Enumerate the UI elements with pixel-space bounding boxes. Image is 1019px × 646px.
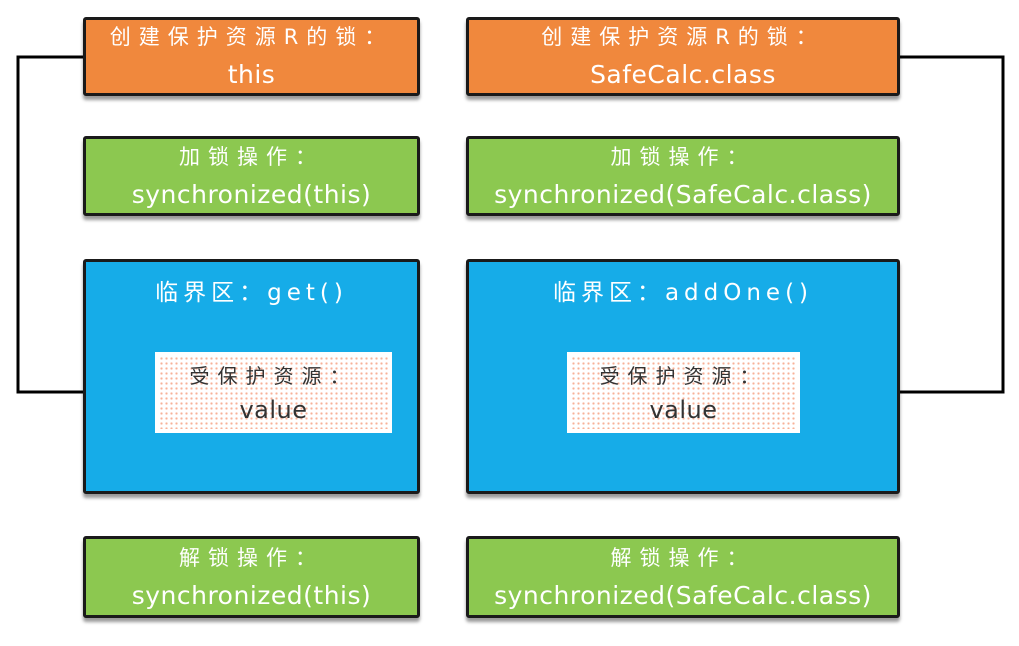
left-protected-resource-label: 受保护资源：: [189, 363, 358, 388]
right-critical-section-title: 临界区：addOne(): [552, 280, 814, 306]
right-critical-section-box: 临界区：addOne() 受保护资源： value: [466, 259, 900, 494]
left-protected-resource-value: value: [239, 395, 308, 424]
left-unlock-op-label: 解锁操作：: [179, 545, 324, 570]
left-critical-section-box: 临界区：get() 受保护资源： value: [83, 259, 420, 494]
left-protected-resource-box: 受保护资源： value: [155, 352, 392, 433]
left-critical-section-title: 临界区：get(): [155, 280, 348, 306]
right-unlock-op-box: 解锁操作： synchronized(SafeCalc.class): [466, 536, 900, 618]
right-create-lock-value: SafeCalc.class: [590, 60, 776, 89]
right-protected-resource-value: value: [649, 395, 718, 424]
right-protected-resource-label: 受保护资源：: [599, 363, 768, 388]
left-lock-op-value: synchronized(this): [131, 179, 372, 209]
left-unlock-op-value: synchronized(this): [131, 580, 372, 610]
right-create-lock-box: 创建保护资源R的锁： SafeCalc.class: [466, 17, 900, 96]
left-lock-op-box: 加锁操作： synchronized(this): [83, 136, 420, 216]
right-lock-op-value: synchronized(SafeCalc.class): [494, 179, 872, 209]
left-unlock-op-box: 解锁操作： synchronized(this): [83, 536, 420, 618]
right-unlock-op-label: 解锁操作：: [610, 545, 756, 570]
right-protected-resource-box: 受保护资源： value: [567, 352, 800, 433]
right-create-lock-label: 创建保护资源R的锁：: [541, 25, 825, 49]
right-lock-op-label: 加锁操作：: [610, 144, 756, 169]
left-lock-op-label: 加锁操作：: [179, 144, 324, 169]
left-create-lock-label: 创建保护资源R的锁：: [109, 25, 394, 49]
left-create-lock-value: this: [227, 60, 276, 89]
right-unlock-op-value: synchronized(SafeCalc.class): [494, 580, 872, 610]
right-lock-op-box: 加锁操作： synchronized(SafeCalc.class): [466, 136, 900, 216]
left-create-lock-box: 创建保护资源R的锁： this: [83, 17, 420, 96]
